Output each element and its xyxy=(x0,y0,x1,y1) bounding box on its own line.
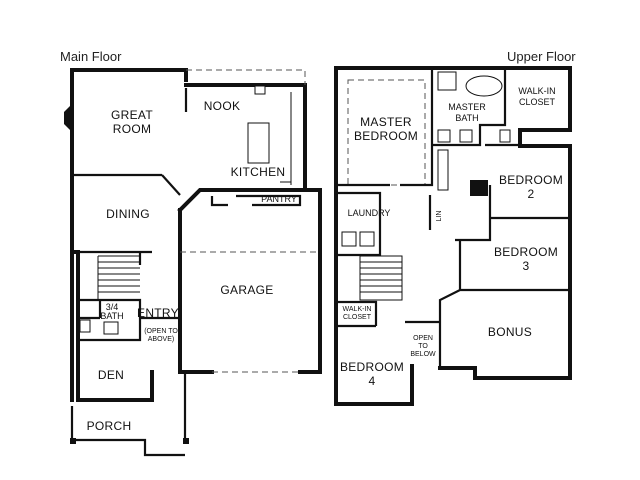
nook-bumpout-outline xyxy=(186,69,306,85)
label-bedroom-4-line1: BEDROOM xyxy=(340,360,404,374)
garage-door-line xyxy=(180,251,320,373)
main-stairs xyxy=(97,255,140,300)
dryer xyxy=(359,231,375,247)
label-open-below-line1: OPEN xyxy=(413,335,433,342)
main-exterior-walls xyxy=(70,68,307,402)
upper-stairs xyxy=(359,255,403,301)
label-bedroom-3-line2: 3 xyxy=(523,259,530,273)
main-interior-walls xyxy=(72,88,302,342)
label-walkin-closet-line2: CLOSET xyxy=(519,97,556,107)
porch-post-left xyxy=(70,438,76,444)
upper-floor-title: Upper Floor xyxy=(507,49,576,64)
bath-sink xyxy=(103,321,119,335)
label-bedroom-4-line2: 4 xyxy=(369,374,376,388)
label-kitchen: KITCHEN xyxy=(231,165,286,179)
label-bedroom-2-line2: 2 xyxy=(528,187,535,201)
label-master-bedroom-line2: BEDROOM xyxy=(354,129,418,143)
label-dining: DINING xyxy=(106,207,150,221)
master-sink-2 xyxy=(459,129,473,143)
label-porch: PORCH xyxy=(87,419,132,433)
label-great-room-line2: ROOM xyxy=(113,122,152,136)
hall-bath-counter xyxy=(437,149,449,191)
label-master-bath-line2: BATH xyxy=(455,113,478,123)
label-great-room-line1: GREAT xyxy=(111,108,153,122)
label-master-bath-line1: MASTER xyxy=(448,102,486,112)
fireplace xyxy=(64,104,72,132)
main-floor-plan xyxy=(64,68,322,457)
label-linen: LIN xyxy=(436,211,443,222)
upper-exterior-walls xyxy=(334,66,572,406)
bath-toilet xyxy=(79,319,91,333)
kitchen-counter xyxy=(280,92,292,185)
label-bonus: BONUS xyxy=(488,325,532,339)
upper-interior-walls xyxy=(336,68,570,366)
bathtub xyxy=(465,75,503,97)
garage-walls xyxy=(177,188,322,374)
washer xyxy=(341,231,357,247)
label-garage: GARAGE xyxy=(220,283,273,297)
label-bedroom-3-line1: BEDROOM xyxy=(494,245,558,259)
label-laundry: LAUNDRY xyxy=(348,208,391,218)
label-walkin-closet-small-line2: CLOSET xyxy=(343,314,372,321)
label-walkin-closet-small-line1: WALK-IN xyxy=(343,306,372,313)
label-entry: ENTRY xyxy=(137,306,179,320)
label-pantry: PANTRY xyxy=(261,194,297,204)
upper-floor-plan xyxy=(334,66,572,406)
label-bath-line2: BATH xyxy=(100,311,123,321)
label-open-below-line2: TO xyxy=(418,343,428,350)
label-open-below-line3: BELOW xyxy=(410,351,436,358)
porch-post-right xyxy=(183,438,189,444)
master-sink-1 xyxy=(437,129,451,143)
label-open-above-line2: ABOVE) xyxy=(148,336,174,343)
label-bath-line1: 3/4 xyxy=(106,302,119,312)
main-floor-title: Main Floor xyxy=(60,49,122,64)
label-open-above-line1: (OPEN TO xyxy=(144,328,178,335)
label-walkin-closet-line1: WALK-IN xyxy=(518,86,555,96)
label-nook: NOOK xyxy=(204,99,241,113)
stair-landing-solid xyxy=(470,180,488,196)
kitchen-island xyxy=(247,122,270,164)
label-den: DEN xyxy=(98,368,124,382)
shower xyxy=(437,71,457,91)
master-toilet xyxy=(499,129,511,143)
label-bedroom-2-line1: BEDROOM xyxy=(499,173,563,187)
porch-outline xyxy=(70,372,187,457)
kitchen-sink xyxy=(254,85,266,95)
label-master-bedroom-line1: MASTER xyxy=(360,115,412,129)
